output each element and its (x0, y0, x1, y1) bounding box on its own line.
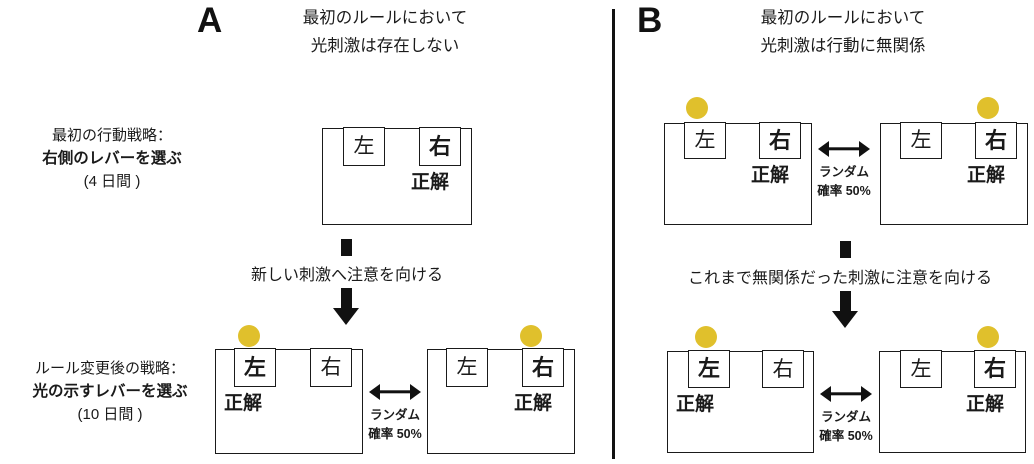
lever-left[interactable]: 左 (446, 348, 488, 388)
light-stimulus-dot (977, 97, 999, 119)
panel-a-phase1-caption-line1: 最初の行動戦略： (51, 127, 172, 144)
panel-divider (612, 9, 615, 459)
panel-b-title-line1: 最初のルールにおいて (760, 9, 926, 27)
correct-label: 正解 (751, 165, 790, 186)
lever-right[interactable]: 右 (310, 348, 352, 388)
panel-a-phase1-caption: 最初の行動戦略： 右側のレバーを選ぶ (4 日間 ) (22, 124, 202, 193)
random-label: ランダム 確率 50% (814, 163, 874, 201)
random-double-arrow (369, 382, 421, 402)
chamber-box: 左 右 正解 (879, 350, 1026, 453)
lever-left[interactable]: 左 (343, 127, 385, 167)
random-label-line1: ランダム (820, 410, 871, 424)
transition-arrow-head (333, 308, 359, 325)
lever-left[interactable]: 左 (900, 350, 942, 389)
panel-a-title-line2: 光刺激は存在しない (310, 37, 460, 55)
arrow-head-left (369, 384, 380, 400)
light-stimulus-dot (695, 326, 717, 348)
panel-a-phase2-caption-line2: 光の示すレバーを選ぶ (32, 383, 188, 400)
random-double-arrow (820, 384, 872, 404)
panel-b-title-line2: 光刺激は行動に無関係 (760, 37, 926, 55)
chamber-box: 左 右 正解 (322, 127, 472, 225)
panel-b-letter: B (637, 1, 663, 40)
lever-left[interactable]: 左 (234, 348, 276, 388)
random-label-line2: 確率 50% (819, 429, 873, 443)
lever-right[interactable]: 右 (975, 122, 1017, 160)
correct-label: 正解 (967, 165, 1006, 186)
arrow-shaft (828, 392, 864, 396)
random-label-line1: ランダム (818, 165, 869, 179)
lever-right[interactable]: 右 (762, 350, 804, 389)
transition-arrow-shaft (840, 291, 851, 313)
panel-a-letter: A (197, 1, 223, 40)
arrow-head-right (410, 384, 421, 400)
panel-a-transition-text: 新しい刺激へ注意を向ける (251, 267, 444, 284)
arrow-head-left (820, 386, 831, 402)
panel-a-phase2-caption: ルール変更後の戦略： 光の示すレバーを選ぶ (10 日間 ) (10, 357, 210, 426)
arrow-head-right (861, 386, 872, 402)
random-label-line2: 確率 50% (368, 427, 422, 441)
light-stimulus-dot (238, 325, 260, 347)
arrow-head-right (859, 141, 870, 157)
correct-label: 正解 (676, 394, 715, 415)
lever-right[interactable]: 右 (419, 127, 461, 167)
random-label: ランダム 確率 50% (365, 406, 425, 444)
light-stimulus-dot (977, 326, 999, 348)
chamber-box: 左 右 正解 (667, 350, 814, 453)
light-stimulus-dot (686, 97, 708, 119)
transition-arrow-head (832, 311, 858, 328)
panel-a-title-line1: 最初のルールにおいて (302, 9, 468, 27)
random-label: ランダム 確率 50% (816, 408, 876, 446)
correct-label: 正解 (966, 394, 1005, 415)
chamber-box: 左 右 正解 (215, 348, 363, 454)
correct-label: 正解 (224, 393, 263, 414)
light-stimulus-dot (520, 325, 542, 347)
lever-right[interactable]: 右 (759, 122, 801, 160)
random-label-line2: 確率 50% (817, 184, 871, 198)
random-double-arrow (818, 139, 870, 159)
panel-b-transition-text: これまで無関係だった刺激に注意を向ける (687, 270, 992, 287)
correct-label: 正解 (411, 172, 450, 193)
correct-label: 正解 (514, 393, 553, 414)
transition-arrow-stub (341, 239, 352, 256)
arrow-head-left (818, 141, 829, 157)
chamber-box: 左 右 正解 (664, 122, 812, 225)
transition-arrow-stub (840, 241, 851, 258)
lever-left[interactable]: 左 (900, 122, 942, 160)
arrow-shaft (826, 147, 862, 151)
panel-a-phase2-caption-line1: ルール変更後の戦略： (34, 360, 185, 377)
lever-left[interactable]: 左 (688, 350, 730, 389)
panel-a-phase1-caption-line2: 右側のレバーを選ぶ (42, 150, 182, 167)
panel-a-phase1-caption-line3: (4 日間 ) (83, 173, 141, 190)
arrow-shaft (377, 390, 413, 394)
panel-a-phase2-caption-line3: (10 日間 ) (77, 406, 143, 423)
chamber-box: 左 右 正解 (427, 348, 575, 454)
lever-right[interactable]: 右 (522, 348, 564, 388)
random-label-line1: ランダム (369, 408, 420, 422)
chamber-box: 左 右 正解 (880, 122, 1028, 225)
transition-arrow-shaft (341, 288, 352, 310)
lever-right[interactable]: 右 (974, 350, 1016, 389)
lever-left[interactable]: 左 (684, 122, 726, 160)
